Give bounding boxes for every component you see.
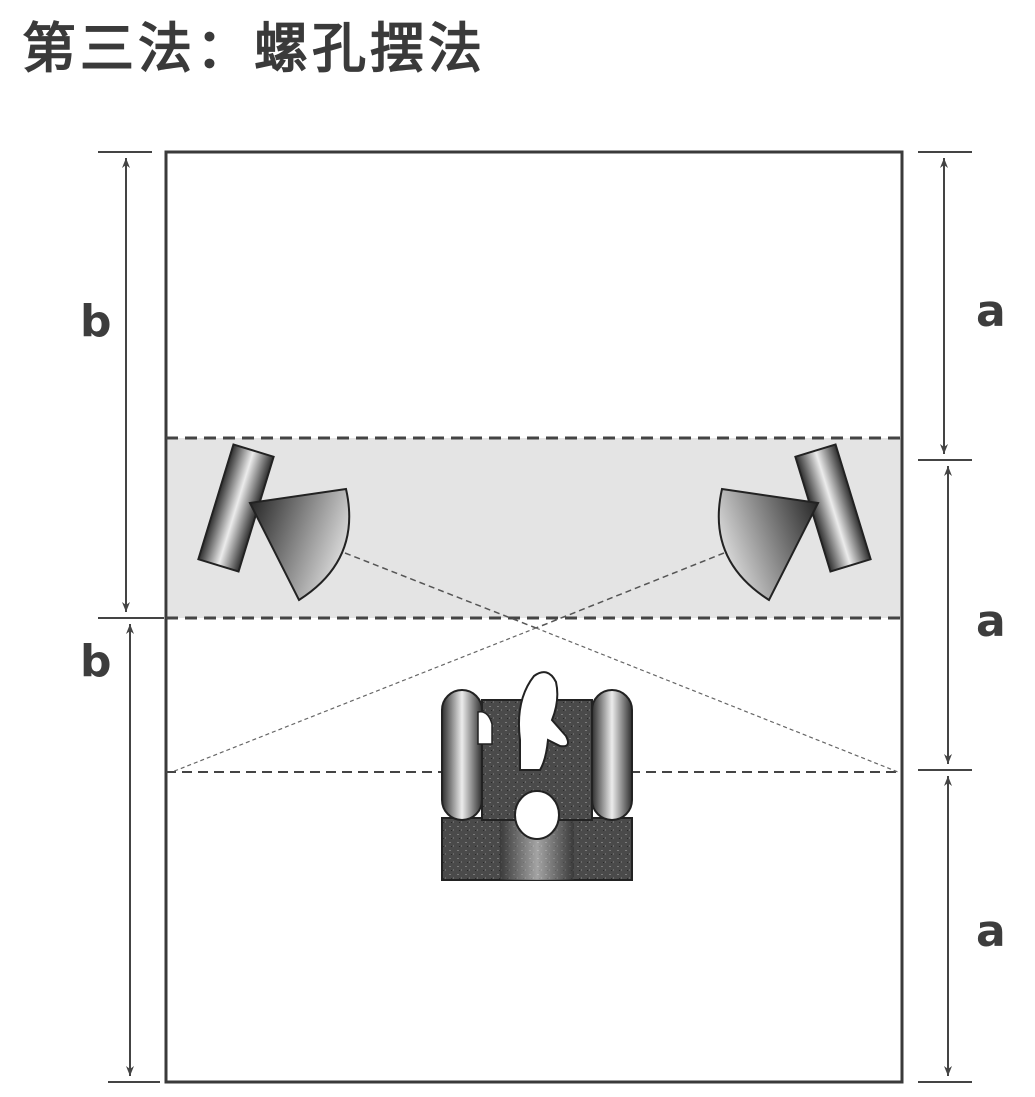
page-title: 第三法：螺孔摆法 [22,16,486,80]
left-speaker-horn [248,487,351,602]
listener-legs [517,671,569,771]
sight-line-left-speaker [344,552,537,629]
label-b-bottom: b [80,636,112,687]
label-a-bottom: a [976,906,1006,957]
label-a-middle: a [976,596,1006,647]
armchair-left-arm [441,689,483,821]
armchair-right-arm [591,689,633,821]
left-speaker [197,443,351,602]
label-b-top: b [80,296,112,347]
sight-line-lower-left [171,627,537,773]
right-speaker [717,443,872,602]
right-speaker-horn [717,487,820,602]
left-dimensions [98,151,164,1083]
listener-arm-left [477,711,493,745]
sight-line-lower-right [535,627,899,773]
sight-line-right-speaker [535,552,725,629]
listener-head [514,790,560,840]
label-a-top: a [976,286,1006,337]
listener-armchair [441,671,633,881]
right-dimensions [918,151,972,1083]
